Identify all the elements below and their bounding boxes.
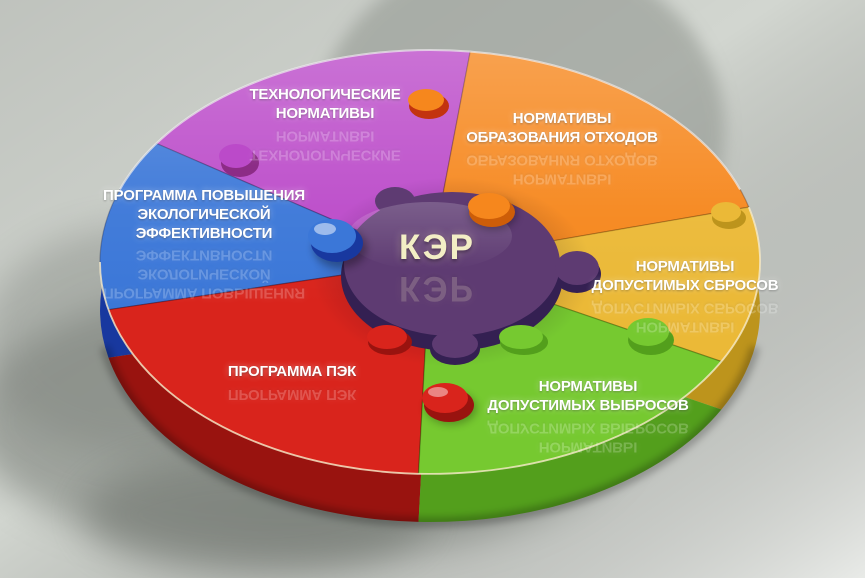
- label-ker-center: КЭР КЭР: [399, 226, 475, 310]
- label-line: ДОПУСТИМЫХ СБРОСОВ: [591, 276, 779, 294]
- label-reflection: ПРОГРАММА ПЭК: [227, 385, 357, 403]
- knob-red-into-center: [367, 325, 412, 355]
- label-reflection: КЭР: [398, 268, 476, 308]
- label-permissible-discharges-standards: НОРМАТИВЫ ДОПУСТИМЫХ СБРОСОВ НОРМАТИВЫ Д…: [592, 258, 779, 335]
- label-line: КЭР: [398, 228, 476, 267]
- label-permissible-emissions-standards: НОРМАТИВЫ ДОПУСТИМЫХ ВЫБРОСОВ НОРМАТИВЫ …: [487, 378, 688, 455]
- knob-orange-into-magenta: [408, 89, 449, 119]
- knob-red-into-green: [422, 383, 477, 425]
- label-line: ЭФФЕКТИВНОСТИ: [135, 224, 273, 242]
- knob-yellow-into-orange: [711, 202, 746, 229]
- knob-green-into-center: [499, 325, 548, 355]
- knob-orange-into-center-top: [468, 193, 510, 219]
- knob-green-into-yellow-top: [627, 318, 669, 346]
- knob-blue-into-center-top: [308, 219, 356, 253]
- knob-green-into-center-top: [499, 325, 543, 349]
- label-line: ОБРАЗОВАНИЯ ОТХОДОВ: [466, 128, 658, 146]
- label-line: ПРОГРАММА ПОВЫШЕНИЯ: [103, 187, 305, 204]
- knob-blue-into-center: [308, 219, 367, 268]
- knob-red-gloss: [428, 387, 448, 397]
- label-waste-generation-standards: НОРМАТИВЫ ОБРАЗОВАНИЯ ОТХОДОВ НОРМАТИВЫ …: [466, 110, 658, 187]
- label-reflection: НОРМАТИВЫ ОБРАЗОВАНИЯ ОТХОДОВ: [466, 151, 658, 187]
- label-reflection: НОРМАТИВЫ ДОПУСТИМЫХ СБРОСОВ: [591, 299, 779, 335]
- label-line: ТЕХНОЛОГИЧЕСКИЕ: [249, 86, 401, 103]
- bottom-rim-shadow: [100, 345, 760, 527]
- label-eco-efficiency-program: ПРОГРАММА ПОВЫШЕНИЯ ЭКОЛОГИЧЕСКОЙ ЭФФЕКТ…: [103, 187, 305, 302]
- label-pek-program: ПРОГРАММА ПЭК ПРОГРАММА ПЭК: [228, 363, 356, 403]
- knob-magenta-into-blue-top: [219, 144, 253, 168]
- label-line: НОРМАТИВЫ: [275, 104, 375, 122]
- center-tab-south-top: [432, 330, 478, 358]
- label-line: ПРОГРАММА ПЭК: [227, 363, 357, 380]
- label-reflection: ПРОГРАММА ПОВЫШЕНИЯ ЭКОЛОГИЧЕСКОЙ ЭФФЕКТ…: [103, 247, 305, 302]
- knob-magenta-into-blue: [219, 144, 259, 177]
- label-line: НОРМАТИВЫ: [538, 378, 638, 395]
- label-line: НОРМАТИВЫ: [512, 110, 612, 127]
- label-technological-standards: ТЕХНОЛОГИЧЕСКИЕ НОРМАТИВЫ ТЕХНОЛОГИЧЕСКИ…: [249, 86, 400, 163]
- knob-green-into-yellow: [627, 318, 674, 355]
- label-line: ЭКОЛОГИЧЕСКОЙ: [137, 205, 271, 223]
- knob-orange-into-magenta-top: [408, 89, 444, 111]
- knob-orange-into-center: [468, 193, 517, 230]
- label-reflection: ТЕХНОЛОГИЧЕСКИЕ НОРМАТИВЫ: [249, 127, 401, 163]
- label-line: ДОПУСТИМЫХ ВЫБРОСОВ: [487, 396, 689, 414]
- label-reflection: НОРМАТИВЫ ДОПУСТИМЫХ ВЫБРОСОВ: [487, 419, 689, 455]
- knob-blue-gloss: [314, 223, 336, 235]
- knob-red-into-center-top: [367, 325, 407, 349]
- label-line: НОРМАТИВЫ: [635, 258, 735, 275]
- knob-red-into-green-top: [422, 383, 468, 413]
- center-tab-into-yellow-top: [555, 251, 599, 285]
- knob-yellow-into-orange-top: [711, 202, 741, 222]
